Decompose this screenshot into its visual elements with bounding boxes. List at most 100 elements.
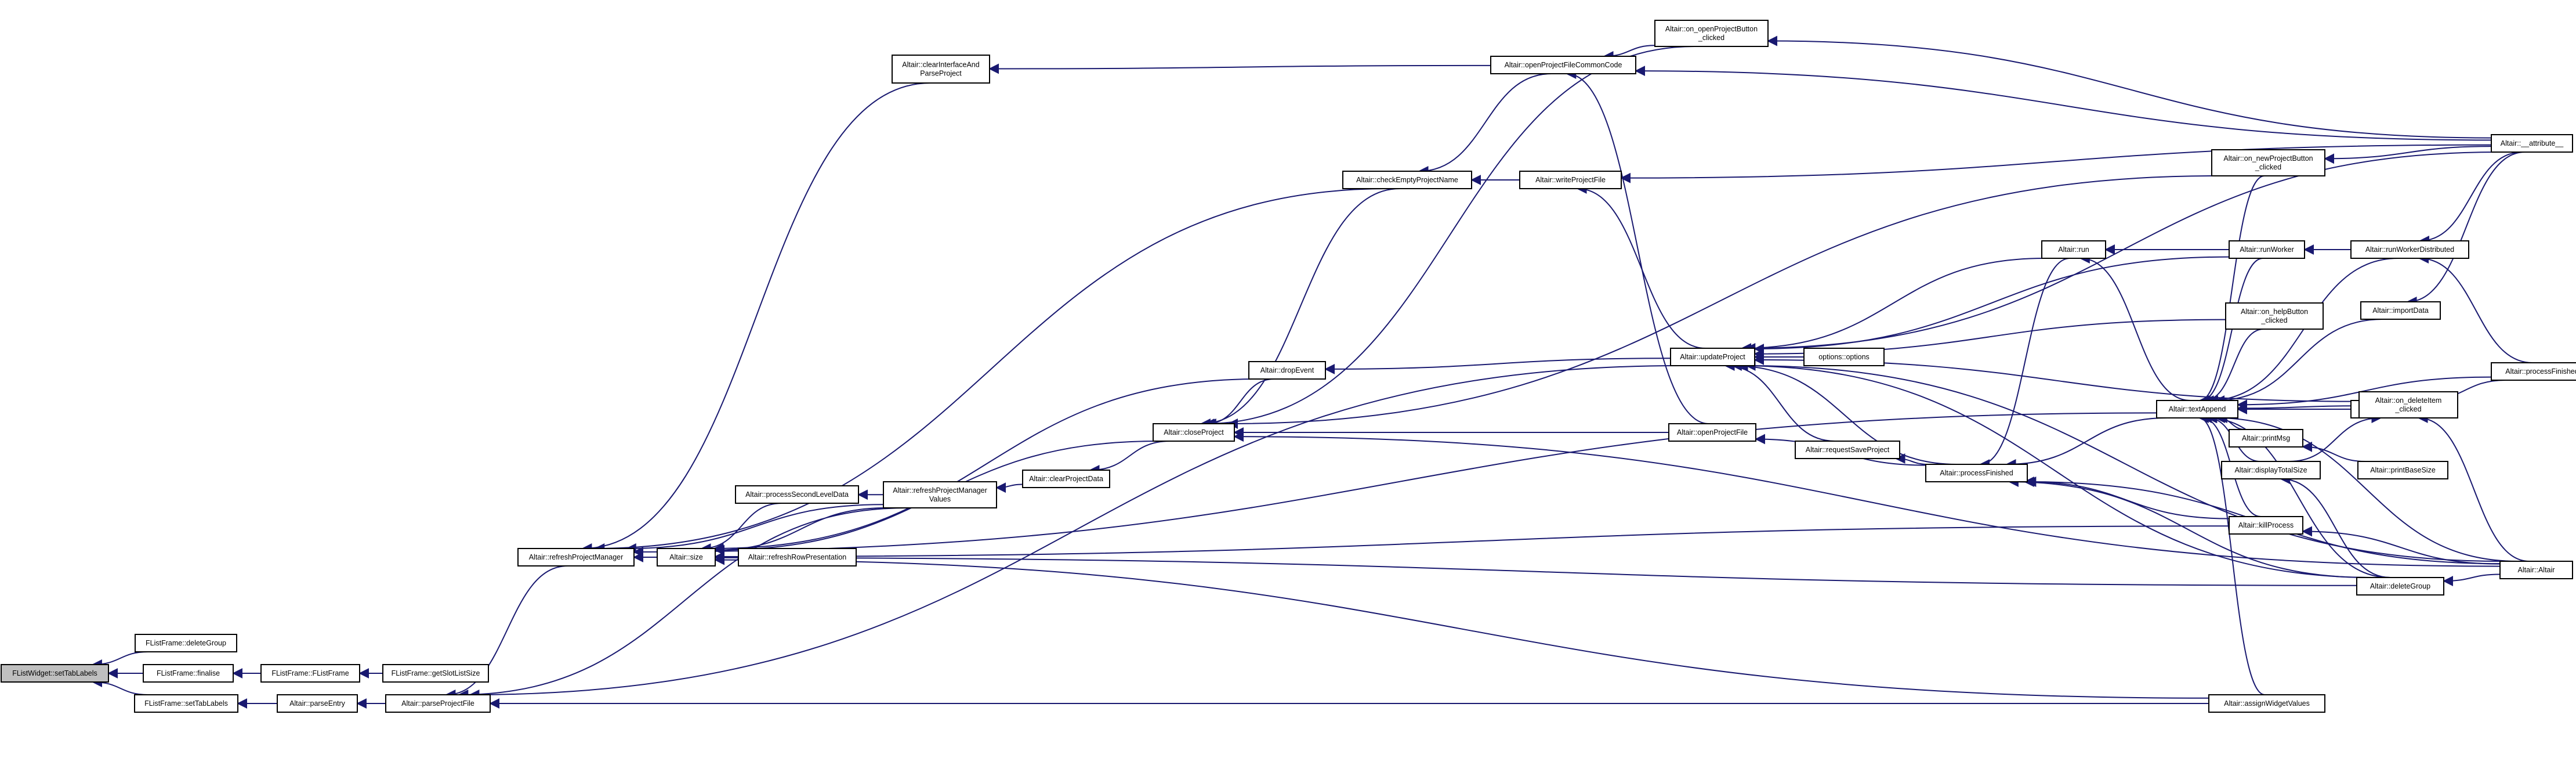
edge-attribute-to-importData [2406, 151, 2526, 307]
node-label: Altair::on_helpButton [2241, 308, 2308, 316]
node-label: Altair::processSecondLevelData [745, 490, 849, 499]
node-killProcess[interactable]: Altair::killProcess [2229, 516, 2303, 535]
node-label: FListFrame::getSlotListSize [392, 669, 480, 677]
node-processFinished[interactable]: Altair::processFinished [1925, 464, 2028, 482]
node-runWorkerDistributed[interactable]: Altair::runWorkerDistributed [2350, 240, 2469, 259]
edge-deleteGroup-to-updateProject [1737, 360, 2374, 578]
node-on_helpButton_clicked[interactable]: Altair::on_helpButton_clicked [2225, 302, 2324, 330]
node-openProjectFile[interactable]: Altair::openProjectFile [1668, 423, 1756, 442]
edge-closeProject-to-clearProjectData [1089, 441, 1170, 475]
edge-textAppend-to-run [2079, 253, 2191, 401]
edge-altair-to-textAppend [2214, 413, 2518, 562]
node-refreshRowPresentation[interactable]: Altair::refreshRowPresentation [738, 548, 857, 566]
node-refreshProjectManager[interactable]: Altair::refreshProjectManager [517, 548, 635, 566]
node-displayTotalSize[interactable]: Altair::displayTotalSize [2221, 461, 2321, 479]
edge-altair-to-updateProject [1745, 360, 2503, 562]
node-fl_deleteGroup[interactable]: FListFrame::deleteGroup [135, 634, 237, 652]
node-on_newProjectButton_clicked[interactable]: Altair::on_newProjectButton_clicked [2211, 149, 2325, 176]
edge-textAppend-to-refreshProjectManager [633, 412, 2157, 557]
node-requestSaveProject[interactable]: Altair::requestSaveProject [1795, 441, 1900, 459]
node-label: Altair::on_newProjectButton [2223, 154, 2313, 163]
node-box [738, 548, 857, 566]
node-altair[interactable]: Altair::Altair [2499, 561, 2573, 579]
node-root[interactable]: FListWidget::setTabLabels [1, 664, 109, 683]
node-label: FListFrame::deleteGroup [146, 639, 226, 647]
node-fl_FListFrame[interactable]: FListFrame::FListFrame [260, 664, 360, 683]
node-box [657, 548, 716, 566]
node-options[interactable]: options::options [1803, 348, 1885, 366]
node-assignWidgetValues[interactable]: Altair::assignWidgetValues [2208, 694, 2325, 713]
node-run[interactable]: Altair::run [2041, 240, 2106, 259]
edge-processFinished-to-updateProject [1731, 360, 1957, 465]
edge-updateProject-to-writeProjectFile [1576, 183, 1706, 349]
node-label: Altair::parseProjectFile [401, 699, 474, 708]
node-runWorker[interactable]: Altair::runWorker [2229, 240, 2305, 259]
node-box [2491, 134, 2573, 153]
node-box [1, 664, 109, 683]
node-box [2499, 561, 2573, 579]
node-checkEmptyProjectName[interactable]: Altair::checkEmptyProjectName [1342, 171, 1472, 189]
edge-openProjectFile-to-openProjectFileCommonCode [1566, 68, 1709, 424]
edge-on_newProjectButton_clicked-to-closeProject [1227, 175, 2216, 429]
node-printBaseSize[interactable]: Altair::printBaseSize [2357, 461, 2448, 479]
node-fl_getSlotListSize[interactable]: FListFrame::getSlotListSize [382, 664, 489, 683]
node-label: Altair::on_openProjectButton [1665, 25, 1758, 33]
edge-on_helpButton_clicked-to-textAppend [2203, 329, 2264, 406]
edge-dropEvent-to-size [713, 378, 1259, 554]
node-processSecondLevelData[interactable]: Altair::processSecondLevelData [735, 485, 859, 504]
edge-processSecondLevelData-to-size [700, 503, 782, 554]
node-openProjectFileCommonCode[interactable]: Altair::openProjectFileCommonCode [1490, 56, 1636, 74]
node-label: Values [929, 495, 951, 503]
node-closeProject[interactable]: Altair::closeProject [1153, 423, 1235, 442]
node-label: Altair::size [669, 553, 703, 561]
edge-refreshProjectManager-to-parseProjectFile [445, 565, 568, 700]
node-label: Altair::refreshRowPresentation [748, 553, 847, 561]
node-fl_setTabLabels[interactable]: FListFrame::setTabLabels [134, 694, 238, 713]
node-box [260, 664, 360, 683]
node-label: FListFrame::setTabLabels [144, 699, 228, 708]
node-dropEvent[interactable]: Altair::dropEvent [1248, 361, 1326, 380]
node-label: options::options [1818, 353, 1869, 361]
edge-attribute-to-writeProjectFile [1620, 144, 2492, 183]
node-box [2356, 577, 2444, 596]
node-printMsg[interactable]: Altair::printMsg [2229, 429, 2303, 448]
node-attribute[interactable]: Altair::__attribute__ [2491, 134, 2573, 153]
edge-attribute-to-openProjectFileCommonCode [1635, 66, 2492, 141]
node-label: Altair::runWorkerDistributed [2365, 246, 2454, 254]
node-clearProjectData[interactable]: Altair::clearProjectData [1022, 470, 1110, 488]
node-box [385, 694, 491, 713]
edge-deleteGroup-to-size [714, 552, 2357, 586]
node-box [517, 548, 635, 566]
node-deleteGroup[interactable]: Altair::deleteGroup [2356, 577, 2444, 596]
node-parseProjectFile[interactable]: Altair::parseProjectFile [385, 694, 491, 713]
node-label: Altair::refreshProjectManager [529, 553, 624, 561]
edge-assignWidgetValues-to-size [714, 554, 2209, 699]
node-parseEntry[interactable]: Altair::parseEntry [277, 694, 358, 713]
node-size[interactable]: Altair::size [657, 548, 716, 566]
edge-on_deleteItem_clicked-to-textAppend [2237, 403, 2360, 414]
edge-deleteGroup-to-processFinished [2008, 477, 2368, 578]
node-box [2221, 461, 2321, 479]
node-fl_finalise[interactable]: FListFrame::finalise [143, 664, 234, 683]
edge-deleteGroup-to-displayTotalSize [2279, 474, 2391, 578]
node-on_openProjectButton_clicked[interactable]: Altair::on_openProjectButton_clicked [1654, 20, 1769, 47]
node-on_deleteItem_clicked[interactable]: Altair::on_deleteItem_clicked [2358, 391, 2458, 418]
edge-checkEmptyProjectName-to-refreshProjectManager [594, 188, 1388, 554]
edge-killProcess-to-size [714, 525, 2230, 562]
node-writeProjectFile[interactable]: Altair::writeProjectFile [1519, 171, 1622, 189]
node-processFinished2[interactable]: Altair::processFinished [2491, 362, 2576, 381]
node-label: Altair::runWorker [2240, 246, 2294, 254]
node-updateProject[interactable]: Altair::updateProject [1670, 348, 1755, 366]
node-box [135, 634, 237, 652]
node-importData[interactable]: Altair::importData [2360, 301, 2441, 320]
edge-fl_setTabLabels-to-root [92, 677, 148, 695]
node-box [1795, 441, 1900, 459]
edge-printBaseSize-to-printMsg [2302, 441, 2366, 462]
node-textAppend[interactable]: Altair::textAppend [2156, 400, 2238, 418]
edge-fl_deleteGroup-to-root [91, 651, 148, 670]
node-box [883, 481, 997, 508]
edge-run-to-processFinished [1979, 258, 2070, 470]
